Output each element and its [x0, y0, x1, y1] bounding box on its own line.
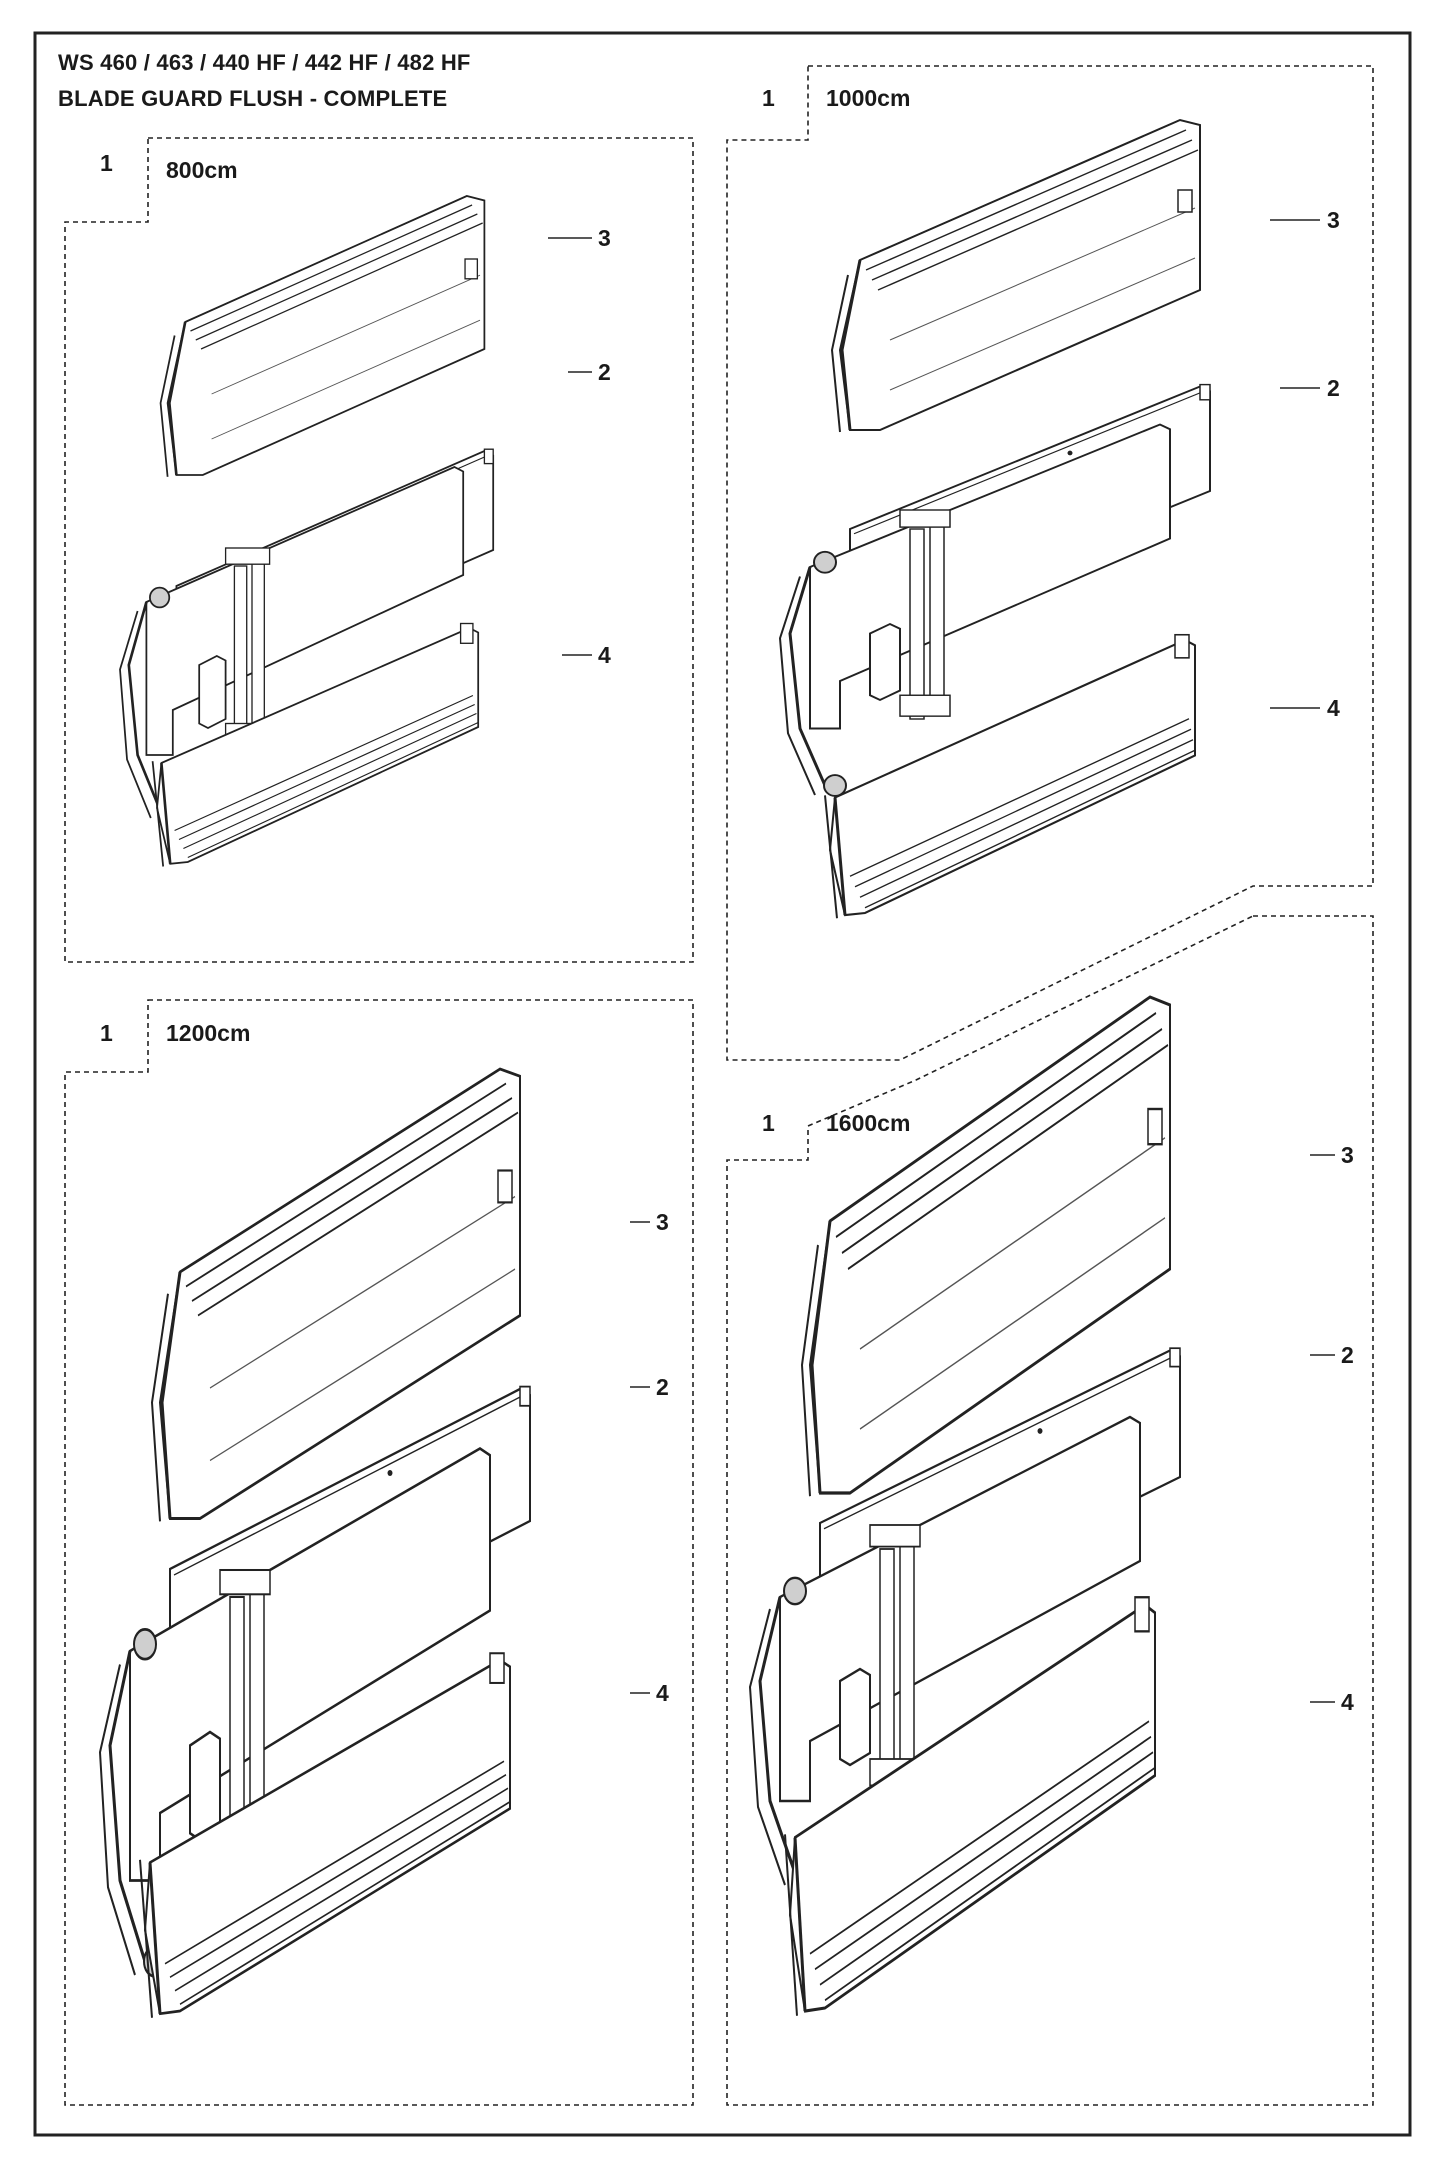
size-label-1000: 1000cm	[826, 85, 911, 111]
sheet-frame	[33, 31, 1412, 2137]
size-label-1600: 1600cm	[826, 1110, 911, 1136]
item-number-1600: 1	[762, 1110, 775, 1136]
assembly-800	[118, 194, 495, 868]
panel-border-1600	[726, 915, 1374, 2106]
assembly-1000	[778, 118, 1211, 920]
panel-border-800	[64, 137, 694, 963]
callout-1000-part-4: 4	[1327, 695, 1340, 721]
size-label-800: 800cm	[166, 157, 238, 183]
model-list: WS 460 / 463 / 440 HF / 442 HF / 482 HF	[58, 50, 471, 75]
leader-lines-800	[548, 237, 592, 656]
diagram-title: BLADE GUARD FLUSH - COMPLETE	[58, 86, 448, 111]
leader-lines-1600	[1310, 1154, 1335, 1703]
panel-border-1200	[64, 999, 694, 2106]
assembly-1600	[748, 997, 1182, 2016]
panel-border-1000	[726, 65, 1374, 1061]
callout-1200-part-3: 3	[656, 1209, 669, 1235]
leader-lines-1200	[630, 1221, 650, 1694]
item-number-1000: 1	[762, 85, 775, 111]
item-number-1200: 1	[100, 1020, 113, 1046]
size-label-1200: 1200cm	[166, 1020, 251, 1046]
callout-1600-part-2: 2	[1341, 1342, 1354, 1368]
callout-1200-part-2: 2	[656, 1374, 669, 1400]
callout-800-part-3: 3	[598, 225, 611, 251]
callout-1600-part-3: 3	[1341, 1142, 1354, 1168]
leader-lines-1000	[1270, 219, 1320, 709]
callout-800-part-2: 2	[598, 359, 611, 385]
callout-1600-part-4: 4	[1341, 1689, 1354, 1715]
callout-1000-part-2: 2	[1327, 375, 1340, 401]
callout-1000-part-3: 3	[1327, 207, 1340, 233]
callout-1200-part-4: 4	[656, 1680, 669, 1706]
assembly-1200	[100, 1069, 532, 2018]
item-number-800: 1	[100, 150, 113, 176]
callout-800-part-4: 4	[598, 642, 611, 668]
